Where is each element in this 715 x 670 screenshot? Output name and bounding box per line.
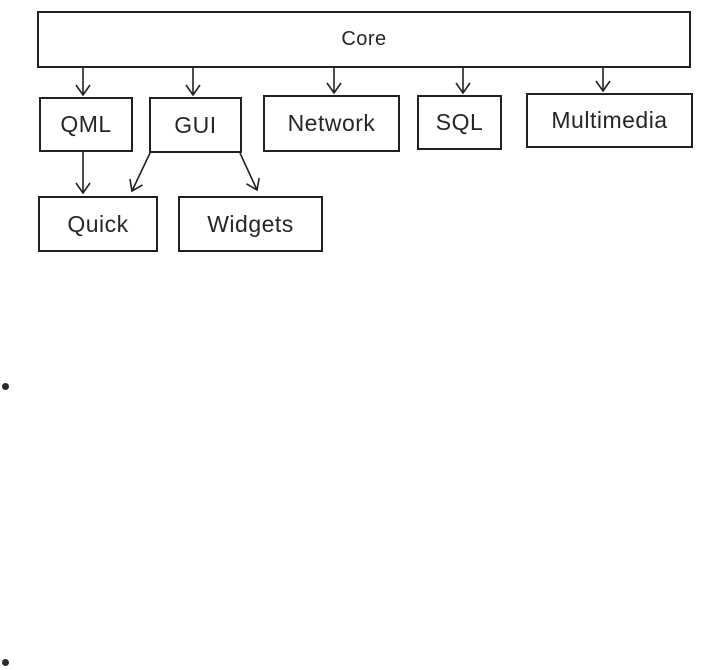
node-core-label: Core — [341, 28, 387, 50]
node-network: Network — [263, 95, 400, 152]
edge-gui-quick — [129, 152, 151, 193]
node-sql: SQL — [417, 95, 502, 150]
node-gui: GUI — [149, 97, 242, 153]
node-multimedia-label: Multimedia — [551, 107, 668, 133]
node-widgets: Widgets — [178, 196, 323, 252]
node-network-label: Network — [287, 110, 376, 136]
node-widgets-label: Widgets — [207, 210, 294, 237]
edge-gui-widgets — [239, 152, 260, 192]
node-qml-label: QML — [60, 111, 112, 137]
node-multimedia: Multimedia — [526, 93, 693, 148]
node-sql-label: SQL — [435, 109, 484, 135]
node-gui-label: GUI — [174, 111, 217, 138]
bullet-icon — [2, 659, 9, 666]
node-core: Core — [37, 11, 691, 68]
bullet-icon — [2, 383, 9, 390]
node-qml: QML — [39, 97, 133, 152]
node-quick-label: Quick — [67, 210, 129, 237]
node-quick: Quick — [38, 196, 158, 252]
